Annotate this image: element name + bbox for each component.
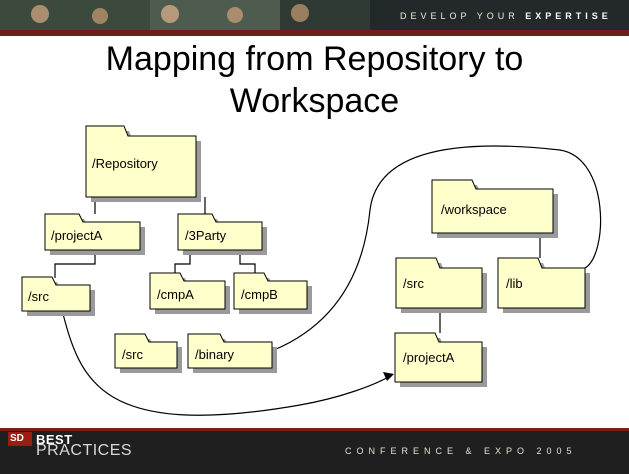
top-banner — [0, 0, 629, 36]
slide-title: Mapping from Repository to Workspace — [0, 38, 629, 122]
edge-3party-cmpb — [239, 250, 256, 274]
folder-projecta: /projectA — [44, 213, 145, 255]
footer-brand-best: BEST — [36, 432, 73, 447]
folder-workspace: /workspace — [431, 179, 558, 238]
folder-ws-src: /src — [395, 257, 487, 313]
folder-repository: /Repository — [85, 125, 201, 202]
footer-bar — [0, 428, 629, 474]
folder-label-repository: /Repository — [92, 156, 158, 171]
slide-title-line1: Mapping from Repository to — [105, 40, 524, 78]
folder-label-cmpb: /cmpB — [241, 287, 278, 302]
folder-label-workspace: /workspace — [441, 202, 507, 217]
folder-ws-lib: /lib — [497, 257, 590, 313]
folder-binary: /binary — [187, 333, 277, 373]
banner-photo — [31, 4, 309, 24]
folder-tree: /Repository /projectA /3Party /src / — [21, 125, 590, 387]
folder-label-repo-src: /src — [28, 289, 49, 304]
footer-event: CONFERENCE & EXPO 2005 — [345, 446, 577, 456]
folder-3party: /3Party — [177, 213, 267, 255]
folder-label-binary: /binary — [195, 347, 235, 362]
footer-logo-mark-bg — [8, 432, 32, 446]
mapping-curve-src-to-projecta — [61, 309, 391, 416]
folder-ws-projecta: /projectA — [394, 332, 487, 387]
banner-tagline-prefix: DEVELOP YOUR — [400, 11, 526, 21]
footer-logo-mark: SD — [10, 433, 24, 444]
folder-label-cmpa: /cmpA — [157, 287, 194, 302]
folder-label-ws-projecta: /projectA — [403, 350, 455, 365]
folder-loose-src: /src — [114, 333, 182, 373]
folder-label-projecta: /projectA — [51, 228, 103, 243]
footer-brand-practices: PRACTICES — [36, 442, 133, 459]
arrowhead-to-projecta — [383, 372, 394, 381]
banner-tagline: DEVELOP YOUR EXPERTISE — [400, 11, 612, 21]
mapping-curve-binary-to-lib — [273, 145, 602, 351]
folder-cmpb: /cmpB — [233, 272, 312, 314]
slide-title-line2: Workspace — [229, 82, 400, 120]
folder-label-3party: /3Party — [185, 228, 227, 243]
folder-label-loose-src: /src — [122, 347, 143, 362]
folder-cmpa: /cmpA — [149, 272, 230, 314]
edge-3party-cmpa — [174, 250, 191, 274]
banner-tagline-emphasis: EXPERTISE — [525, 11, 612, 21]
edge-projecta-src — [54, 250, 96, 278]
folder-label-ws-lib: /lib — [506, 276, 523, 291]
folder-repo-src: /src — [21, 276, 95, 316]
folder-label-ws-src: /src — [403, 276, 424, 291]
